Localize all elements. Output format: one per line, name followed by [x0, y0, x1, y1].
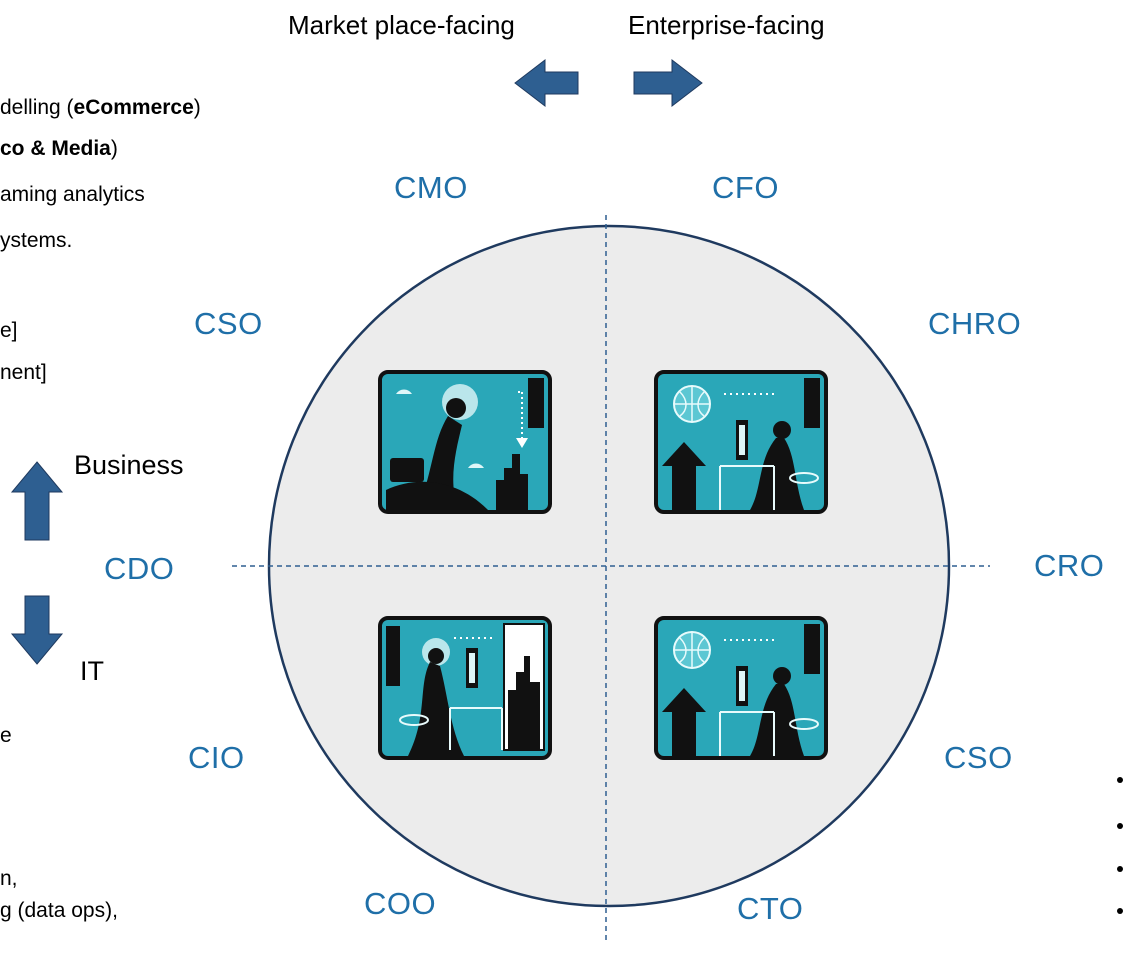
left-text-line-3: aming analytics	[0, 183, 145, 206]
tile-top-right	[654, 370, 828, 514]
role-cso-top: CSO	[194, 306, 263, 341]
left-text-line-7: e	[0, 724, 12, 747]
role-cfo: CFO	[712, 170, 779, 205]
left-text-line-9: g (data ops),	[0, 899, 118, 922]
enterprise-facing-heading: Enterprise-facing	[628, 10, 825, 40]
left-text-line-8: n,	[0, 867, 18, 890]
role-chro: CHRO	[928, 306, 1022, 341]
bullet-point	[1117, 777, 1123, 783]
arrow-right-icon	[633, 58, 703, 108]
role-cto: CTO	[737, 891, 804, 926]
left-text-line-2: co & Media)	[0, 137, 118, 160]
tile-bottom-right	[654, 616, 828, 760]
role-cro: CRO	[1034, 548, 1105, 583]
worker-at-web-desk-icon	[654, 370, 828, 514]
arrow-down-icon	[10, 595, 64, 665]
role-cmo: CMO	[394, 170, 468, 205]
bullet-point	[1117, 866, 1123, 872]
worker-at-web-desk-icon	[654, 616, 828, 760]
role-cio: CIO	[188, 740, 245, 775]
role-cso-bottom: CSO	[944, 740, 1013, 775]
arrow-left-icon	[514, 58, 579, 108]
worker-at-night-desk-icon	[378, 616, 552, 760]
executive-with-briefcase-icon	[378, 370, 552, 514]
arrow-up-icon	[10, 461, 64, 541]
role-coo: COO	[364, 886, 437, 921]
business-label: Business	[74, 450, 184, 480]
marketplace-facing-heading: Market place-facing	[288, 10, 515, 40]
role-cdo: CDO	[104, 551, 175, 586]
left-text-line-1: delling (eCommerce)	[0, 96, 201, 119]
tile-bottom-left	[378, 616, 552, 760]
tile-top-left	[378, 370, 552, 514]
bullet-point	[1117, 908, 1123, 914]
bullet-point	[1117, 823, 1123, 829]
it-label: IT	[80, 656, 104, 686]
left-text-line-5: e]	[0, 319, 18, 342]
left-text-line-6: nent]	[0, 361, 47, 384]
left-text-line-4: ystems.	[0, 229, 73, 252]
